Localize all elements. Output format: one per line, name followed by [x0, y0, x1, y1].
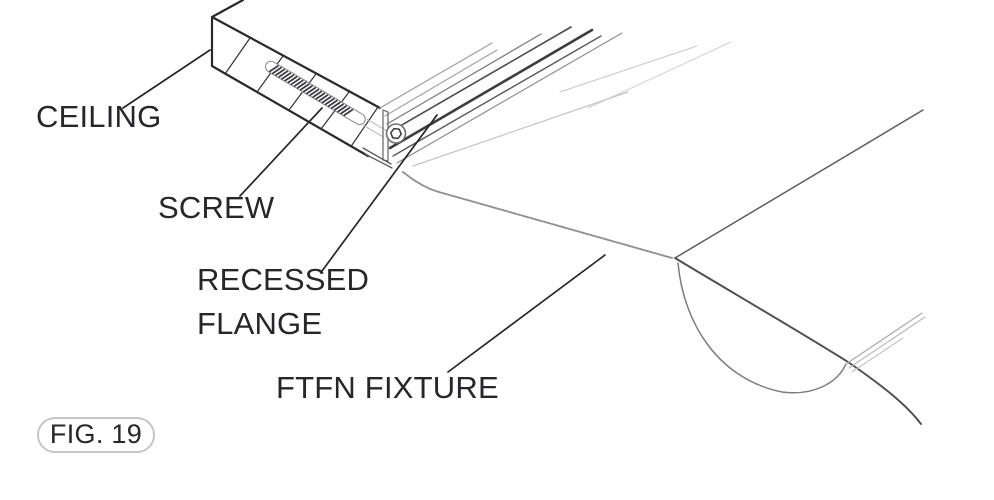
- recessed-flange-label: RECESSED FLANGE: [197, 258, 369, 346]
- mounting-screw: [265, 60, 388, 138]
- ceiling-label: CEILING: [36, 99, 162, 134]
- lens-edge-bundle: [851, 337, 904, 373]
- lens-bottom-edge: [402, 171, 673, 259]
- recessed-flange-edge: [388, 28, 594, 150]
- housing-top-edge: [379, 42, 493, 109]
- figure-caption: FIG. 19: [37, 417, 155, 453]
- housing-faint-line: [559, 45, 698, 93]
- housing-line: [386, 33, 542, 125]
- screw-label: SCREW: [158, 190, 275, 225]
- housing-line: [384, 49, 498, 117]
- screw-thread: [268, 65, 354, 117]
- recessed-flange-label-line2: FLANGE: [197, 306, 323, 341]
- housing-line: [387, 26, 572, 134]
- screw-neck: [363, 118, 388, 138]
- screw-hex-socket: [390, 127, 402, 140]
- figure-caption-text: FIG. 19: [49, 418, 143, 449]
- ceiling-outline: [210, 0, 382, 158]
- fixture-label: FTFN FIXTURE: [276, 370, 499, 405]
- recessed-flange-label-line1: RECESSED: [197, 262, 370, 297]
- housing-line: [396, 32, 623, 164]
- screw-head: [385, 123, 407, 144]
- screw-leader-line: [239, 107, 323, 197]
- recessed-flange-leader-line: [321, 114, 438, 272]
- lens-front-edge: [674, 257, 922, 425]
- housing-line: [392, 35, 602, 157]
- ceiling-leader-line: [122, 49, 211, 109]
- flange-lip: [362, 147, 393, 169]
- lens-far-edge: [674, 109, 924, 259]
- lens-end-arc: [677, 262, 847, 394]
- lens-edge-bundle: [848, 316, 926, 369]
- fixture-lens: [402, 91, 926, 425]
- screw-shank: [265, 60, 388, 138]
- lens-edge-bundle: [845, 312, 923, 365]
- screw-head-circle: [385, 123, 407, 144]
- leader-lines: [122, 49, 606, 373]
- lens-crease-line: [412, 91, 629, 167]
- fixture-housing: [362, 26, 732, 169]
- fixture-leader-line: [447, 254, 606, 373]
